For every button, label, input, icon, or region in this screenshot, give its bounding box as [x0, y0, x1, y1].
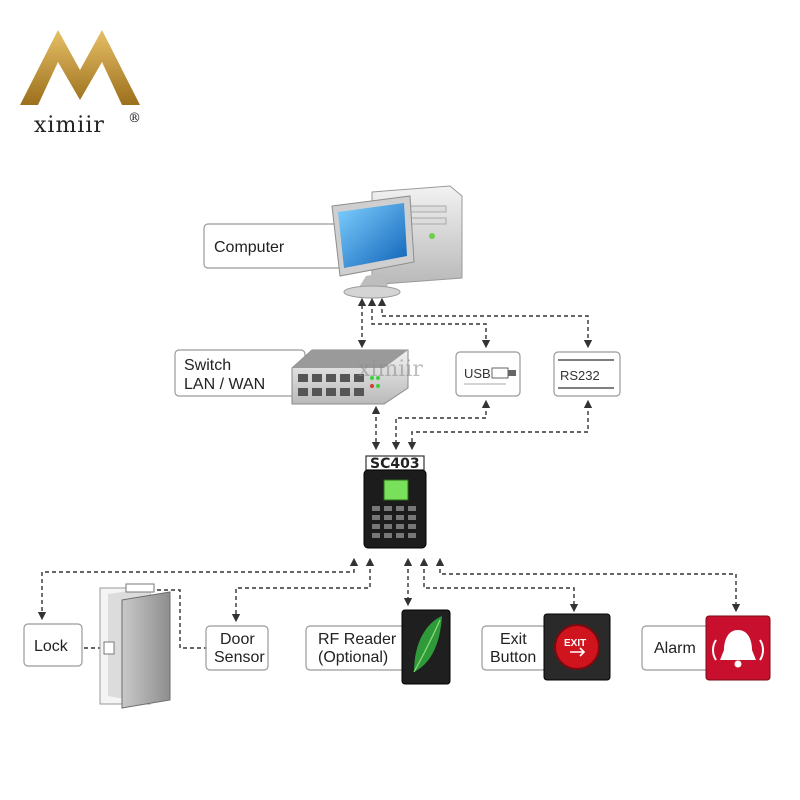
upper-connectors [357, 297, 593, 451]
rs232-box [553, 351, 621, 397]
exit-button-label-line1: Exit [500, 631, 527, 648]
lock-label: Lock [34, 638, 69, 655]
alarm-node: Alarm [641, 615, 771, 681]
computer-node: Computer [203, 185, 463, 299]
logo-mark-icon [20, 30, 140, 105]
rf-reader-label-line1: RF Reader [318, 631, 397, 648]
door-icon [99, 583, 171, 709]
rs232-label: RS232 [560, 368, 600, 383]
connector-controller-lock [37, 557, 359, 621]
alarm-label: Alarm [654, 640, 696, 657]
connector-computer-rs232 [377, 297, 593, 349]
exit-button-icon: EXIT [543, 613, 611, 681]
switch-label-line2: LAN / WAN [184, 376, 265, 393]
connector-door-sensor [150, 589, 206, 649]
connector-rs232-controller [407, 399, 593, 451]
door-sensor-box [205, 625, 269, 671]
usb-label: USB [464, 366, 491, 381]
rf-reader-node: RF Reader (Optional) [305, 609, 451, 685]
rf-reader-icon [401, 609, 451, 685]
computer-icon [331, 185, 463, 299]
connector-controller-exit-button [419, 557, 579, 613]
connector-usb-controller [391, 399, 491, 451]
door-sensor-label-line1: Door [220, 631, 255, 648]
connector-controller-door-sensor [231, 557, 375, 623]
brand-watermark: ximiir [358, 357, 423, 382]
connector-computer-usb [367, 297, 491, 349]
door-sensor-label-line2: Sensor [214, 649, 265, 666]
network-switch-icon [291, 349, 409, 405]
alarm-bell-icon [705, 615, 771, 681]
exit-button-node: Exit Button EXIT [481, 613, 611, 681]
usb-node: USB [455, 351, 521, 397]
connector-controller-alarm [435, 557, 741, 613]
door-sensor-node: Door Sensor [205, 625, 269, 671]
brand-name: ximiir [34, 113, 105, 138]
controller-model: SC403 [370, 456, 420, 472]
rf-reader-label-line2: (Optional) [318, 649, 388, 666]
exit-button-text: EXIT [564, 638, 586, 649]
exit-button-label-line2: Button [490, 649, 536, 666]
lock-node: Lock [23, 623, 83, 667]
keypad-terminal-icon [363, 469, 427, 549]
switch-node: Switch LAN / WAN [174, 349, 409, 405]
controller-node: SC403 [363, 455, 427, 549]
usb-box [455, 351, 521, 397]
rs232-node: RS232 [553, 351, 621, 397]
lock-box [23, 623, 83, 667]
brand-logo: ximiir ® [20, 30, 142, 138]
brand-reg-mark: ® [128, 111, 142, 126]
switch-label-line1: Switch [184, 357, 231, 374]
usb-plug-icon [464, 367, 516, 385]
computer-label: Computer [214, 239, 285, 256]
